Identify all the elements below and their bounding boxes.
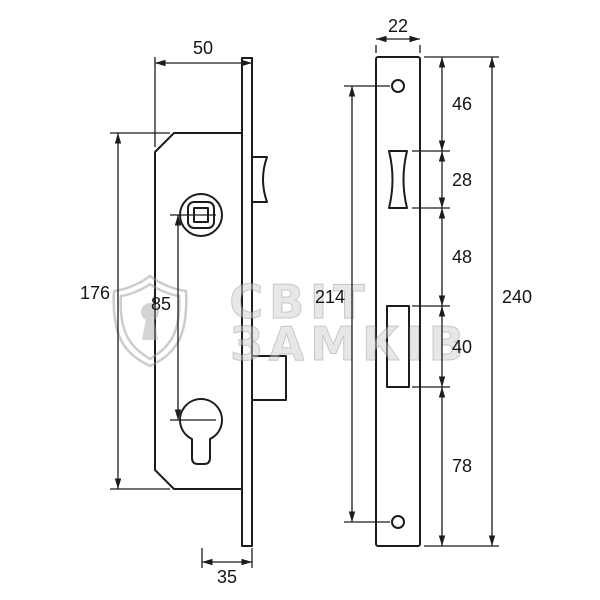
dimension-labels: 50 176 85 35 22 214 240 46 28 48 40 78 [80,16,532,587]
faceplate-front-outline [375,56,421,547]
dim-seg-bolt-label: 40 [452,337,472,357]
dim-body-width-label: 50 [193,38,213,58]
dim-seg-bottom-label: 78 [452,456,472,476]
deadbolt-opening [386,305,410,388]
dim-plate-width-label: 22 [388,16,408,36]
dimension-lines [110,35,499,568]
right-view-faceplate [375,56,421,547]
screw-hole-bottom [391,515,405,529]
faceplate-edge [241,57,253,547]
dim-seg-latch-label: 28 [452,170,472,190]
dim-centers-label: 85 [151,294,171,314]
dim-backset-label: 35 [217,567,237,587]
latch-opening [388,150,408,209]
euro-cylinder-hole [179,398,223,465]
dim-seg-top-label: 46 [452,94,472,114]
latch-bolt-side [252,156,268,203]
watermark-text-line2: ЗАМКІВ [230,317,470,371]
screw-hole-top [391,79,405,93]
dim-plate-height-label: 240 [502,287,532,307]
dim-screw-spacing-label: 214 [315,287,345,307]
watermark-text-line1: СВІТ [229,275,370,329]
watermark: СВІТ ЗАМКІВ [112,274,470,372]
dim-body-height-label: 176 [80,283,110,303]
dim-seg-mid-label: 48 [452,247,472,267]
